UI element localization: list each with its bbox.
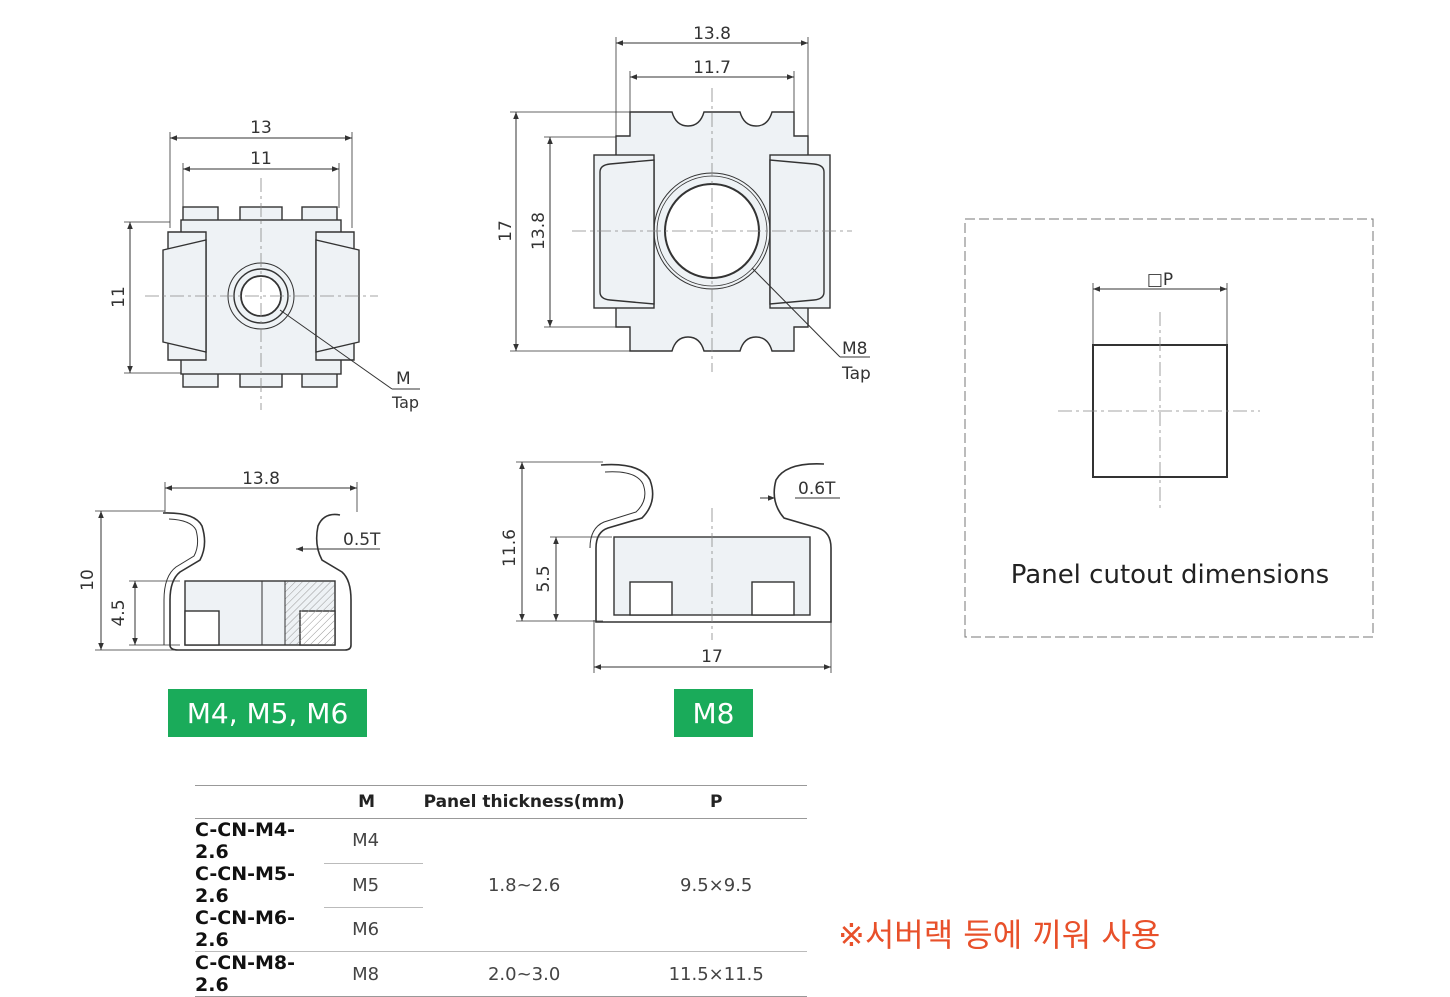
large-top-tap-m: M8	[842, 339, 867, 359]
large-top-view	[510, 37, 870, 372]
small-variant-label: M4, M5, M6	[168, 689, 367, 737]
cutout-p-label: □P	[1147, 270, 1173, 290]
cutout-caption: Panel cutout dimensions	[1010, 560, 1330, 590]
m-cell: M4	[324, 818, 423, 864]
small-top-view	[124, 132, 420, 410]
small-top-width-outer: 13	[250, 118, 272, 138]
spec-table: M Panel thickness(mm) P C-CN-M4-2.6 M4 1…	[195, 785, 807, 997]
small-side-thickness: 0.5T	[343, 530, 381, 550]
header-model	[195, 786, 324, 819]
large-top-height-inner: 13.8	[529, 212, 549, 250]
m-cell: M5	[324, 863, 423, 908]
small-side-width: 13.8	[242, 469, 280, 489]
header-m: M	[358, 792, 376, 812]
header-thickness: Panel thickness(mm)	[423, 792, 625, 812]
large-side-thickness: 0.6T	[798, 479, 836, 499]
small-top-tap-m: M	[396, 369, 411, 389]
header-p: P	[709, 792, 723, 812]
m-cell: M8	[352, 963, 380, 985]
table-row: C-CN-M8-2.6 M8 2.0~3.0 11.5×11.5	[195, 951, 807, 997]
table-header-row: M Panel thickness(mm) P	[195, 785, 807, 819]
table-row: C-CN-M4-2.6 M4 1.8~2.6 9.5×9.5	[195, 818, 807, 896]
large-side-view	[516, 461, 840, 673]
large-side-body: 5.5	[534, 565, 554, 592]
large-top-width-outer: 13.8	[693, 24, 731, 44]
large-variant-label: M8	[674, 689, 753, 737]
model-cell: C-CN-M4-2.6	[195, 819, 296, 863]
large-side-height: 11.6	[500, 529, 520, 567]
m-cell: M6	[352, 918, 380, 940]
large-top-width-inner: 11.7	[693, 58, 731, 78]
small-side-body: 4.5	[109, 599, 129, 626]
usage-note: ※서버랙 등에 끼워 사용	[838, 916, 1161, 954]
p-cell: 11.5×11.5	[668, 963, 764, 985]
model-cell: C-CN-M5-2.6	[195, 863, 296, 907]
table-row: C-CN-M5-2.6 M5	[195, 863, 807, 908]
small-side-height: 10	[78, 569, 98, 591]
panel-cutout-drawing	[964, 218, 1374, 638]
thickness-cell: 1.8~2.6	[487, 874, 561, 896]
large-top-height-outer: 17	[496, 220, 516, 242]
small-top-height: 11	[109, 286, 129, 308]
model-cell: C-CN-M8-2.6	[195, 952, 296, 996]
small-top-tap: Tap	[391, 393, 419, 412]
small-top-width-inner: 11	[250, 149, 272, 169]
large-top-tap: Tap	[841, 364, 871, 384]
table-row: C-CN-M6-2.6 M6	[195, 907, 807, 952]
large-side-width: 17	[701, 647, 723, 667]
model-cell: C-CN-M6-2.6	[195, 907, 296, 951]
drawing-canvas: 13 11 11 M Tap 13.8 11.7 17 13.8 M8 Tap	[78, 24, 1374, 673]
thickness-cell: 2.0~3.0	[487, 963, 561, 985]
small-side-view	[95, 482, 380, 651]
p-cell: 9.5×9.5	[680, 874, 753, 896]
